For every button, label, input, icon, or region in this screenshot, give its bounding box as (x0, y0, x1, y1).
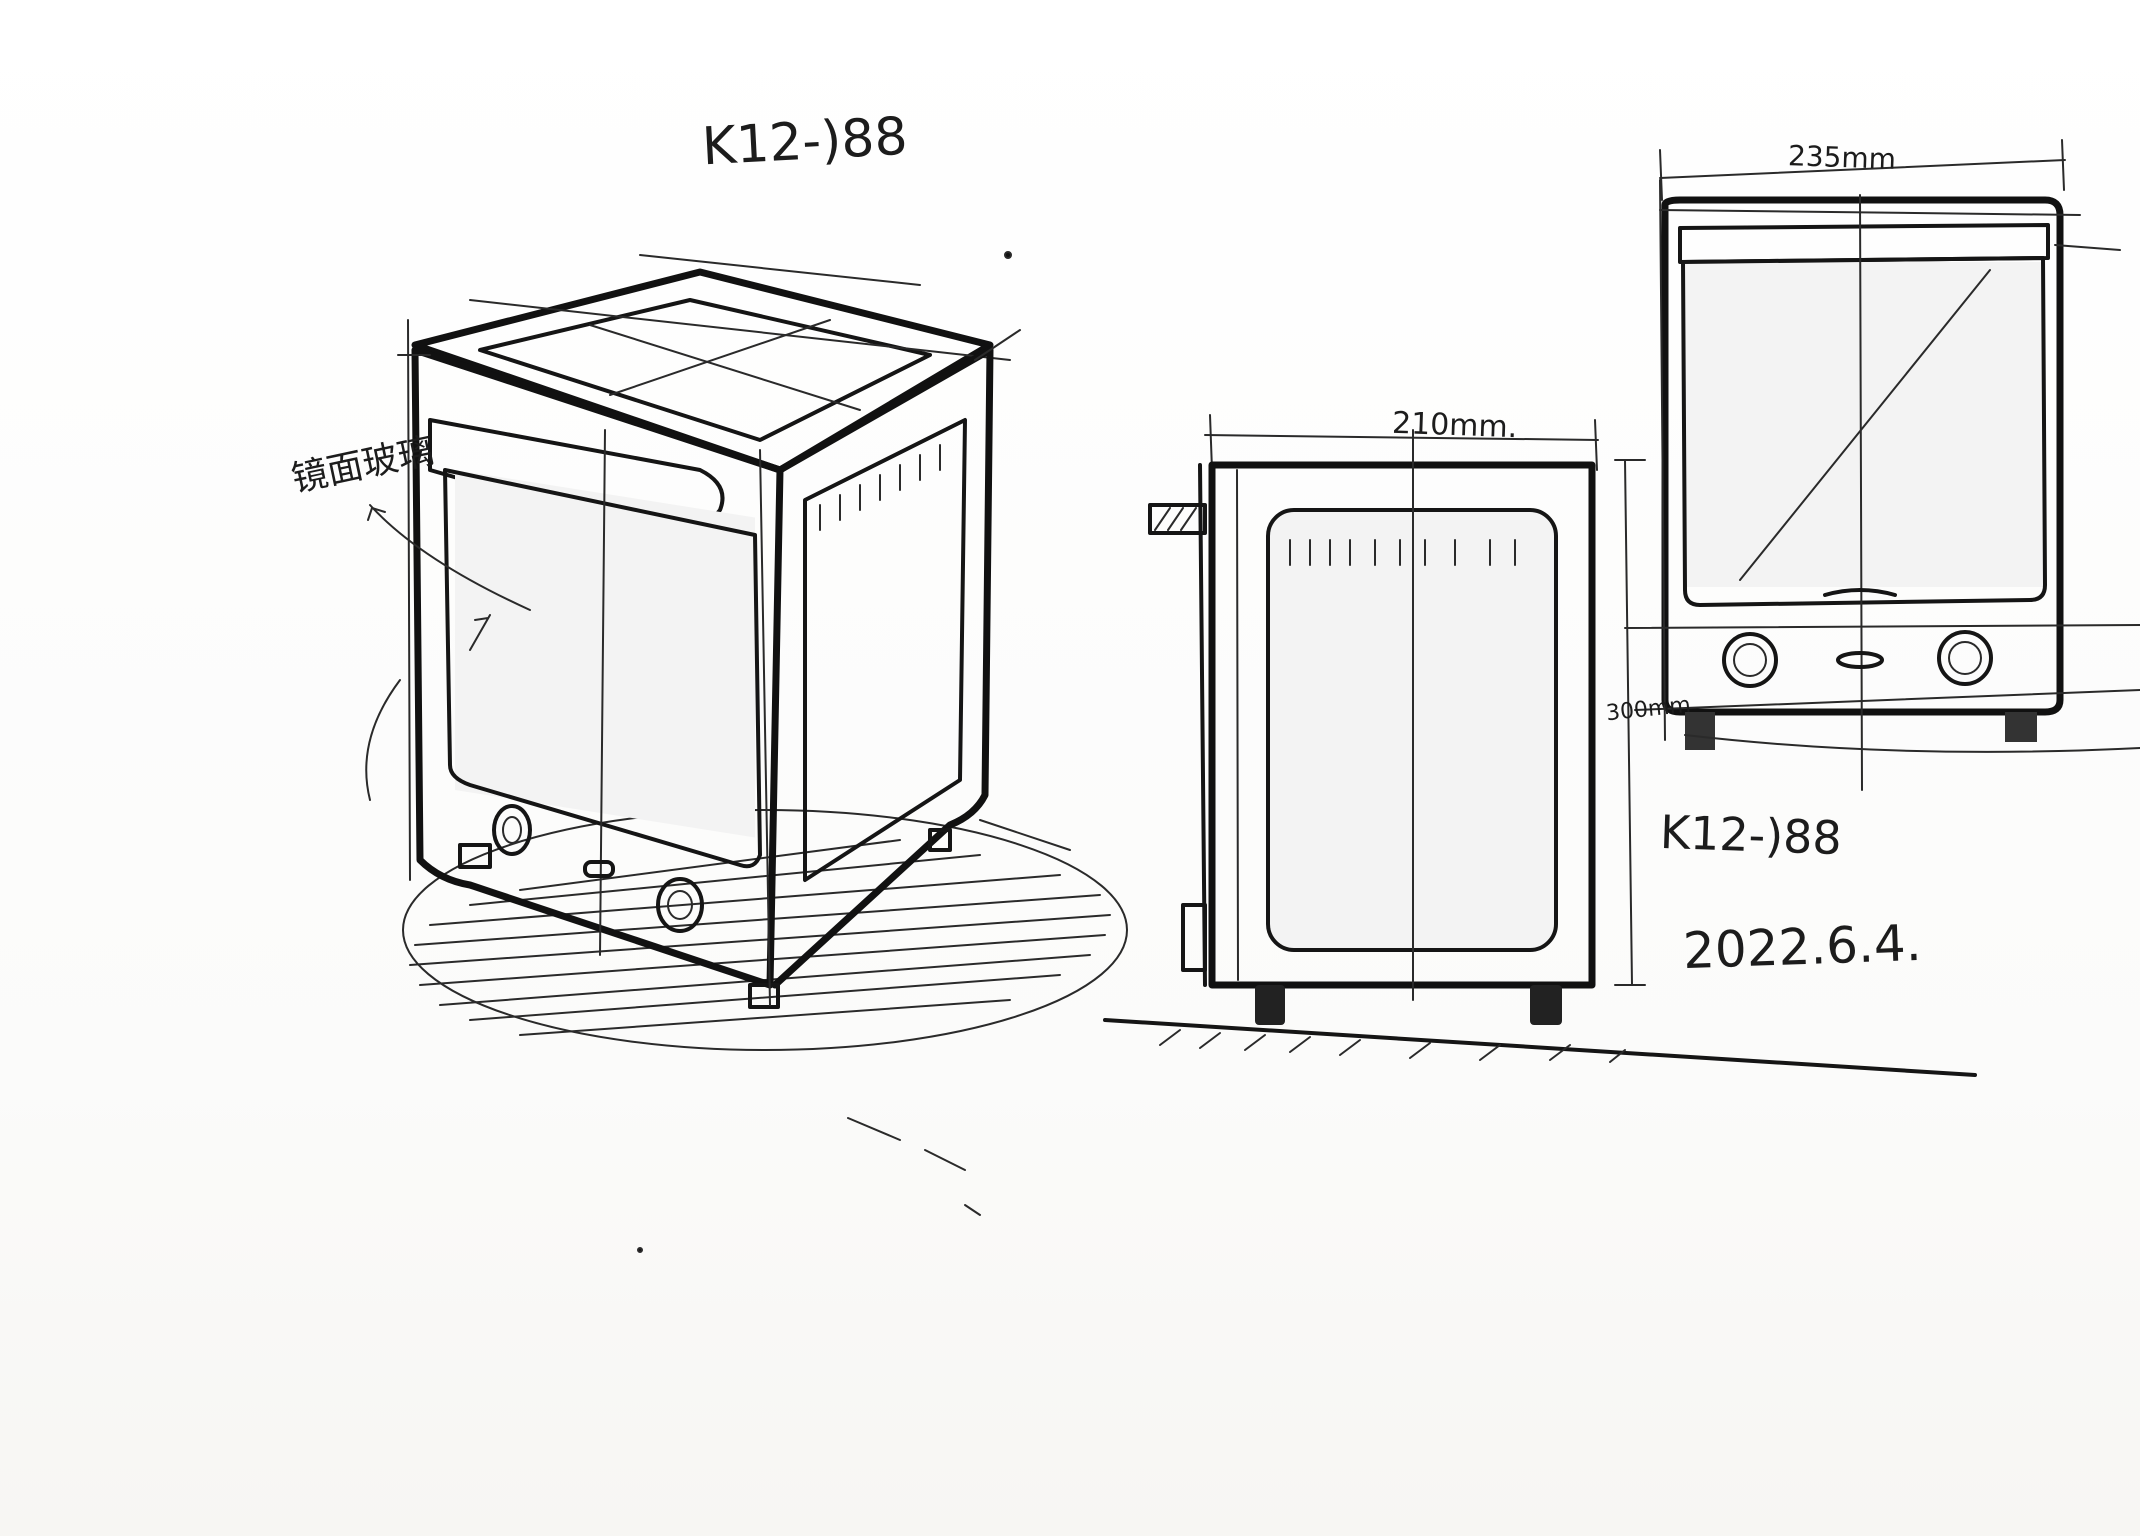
front-handle (1678, 223, 2050, 264)
side-foot-right (1530, 985, 1562, 1025)
indicator-light (583, 860, 615, 878)
right-knob (656, 877, 704, 933)
front-knob-left (1722, 632, 1778, 688)
side-foot-left (1255, 985, 1285, 1025)
front-window (1681, 256, 2047, 607)
oven-side (771, 346, 994, 989)
side-view-oven-icon (1103, 414, 1977, 1077)
side-body (1208, 461, 1596, 989)
left-knob (492, 804, 532, 856)
sketch-title-right: K12-)88 (1659, 804, 1843, 866)
front-body (1661, 196, 2064, 716)
shadow-ellipse (402, 809, 1128, 1051)
front-width-dimension: 235mm (1787, 139, 1897, 176)
oven-front (411, 346, 784, 989)
front-knob-right (1937, 630, 1993, 686)
front-foot-left (458, 843, 492, 869)
front-foot-left (1685, 712, 1715, 750)
side-width-dimension: 210mm. (1391, 405, 1518, 446)
side-vents (1289, 539, 1516, 566)
sketch-title-top: K12-)88 (700, 106, 909, 178)
front-view-oven-icon (1624, 139, 2140, 791)
ground-line (1103, 1018, 1977, 1077)
front-indicator (1836, 651, 1884, 669)
perspective-oven-icon (365, 254, 1128, 1051)
sketch-date: 2022.6.4. (1682, 913, 1923, 981)
front-foot-right (748, 983, 780, 1009)
door-window (443, 468, 762, 869)
